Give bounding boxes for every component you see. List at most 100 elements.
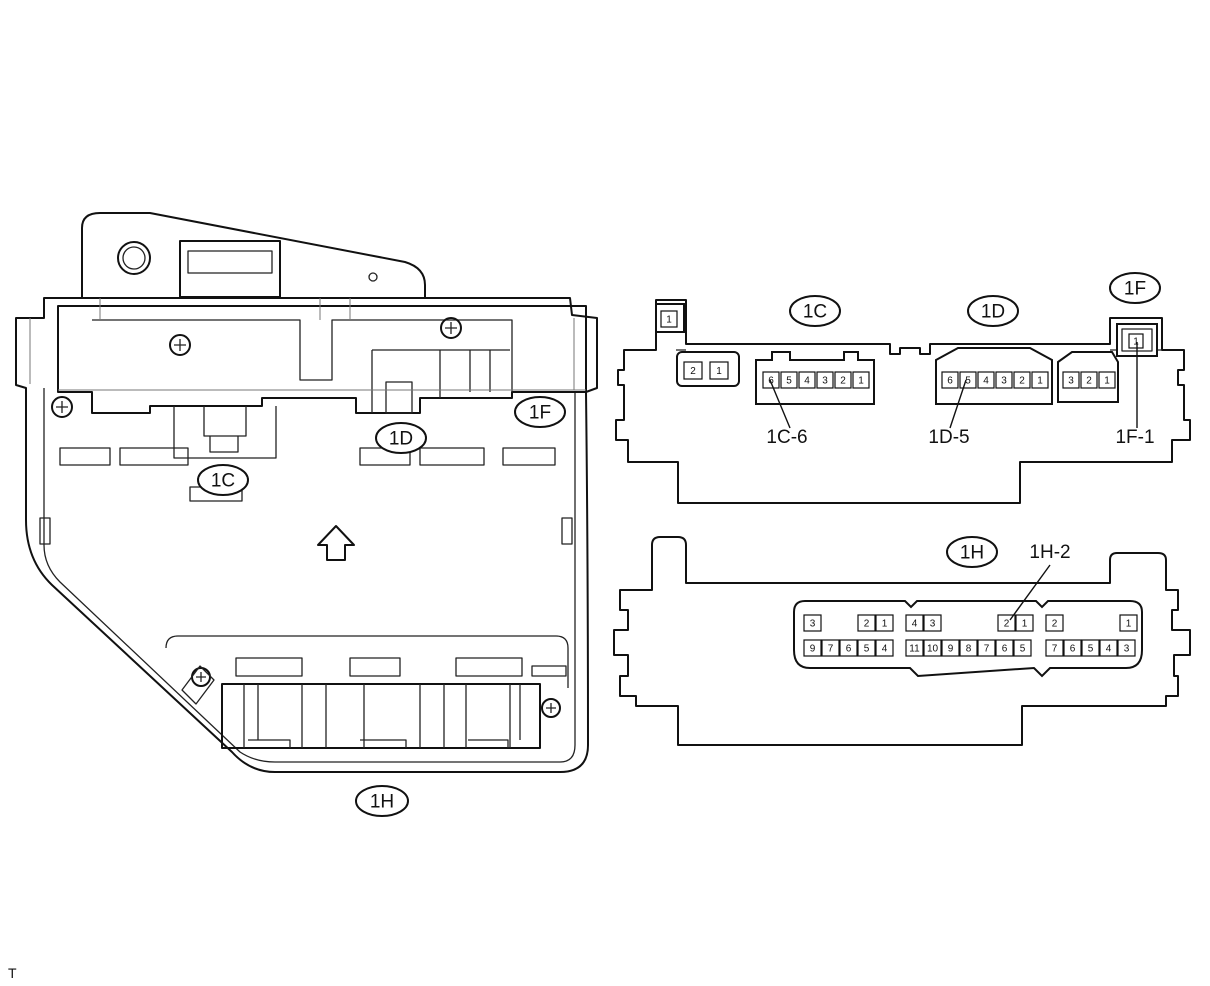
pin-cell [1062, 371, 1080, 389]
mounting-bracket [81, 212, 426, 297]
pin-number: 4 [882, 644, 888, 655]
pin-number: 3 [810, 619, 816, 630]
pin-number: 11 [909, 644, 920, 655]
face-bottom-outline [613, 536, 1191, 746]
pin-cell [1080, 371, 1098, 389]
pin-number: 3 [930, 619, 936, 630]
callout-1c6: 1C-6 [766, 427, 807, 448]
pin-number: 6 [947, 376, 953, 387]
connector-face-bottom [613, 536, 1191, 746]
pin-number: 6 [846, 644, 852, 655]
bubble-1d-face-label: 1D [981, 302, 1005, 323]
pin-cell [762, 371, 780, 389]
pin-number: 1 [858, 376, 864, 387]
pin-cell [683, 361, 703, 380]
pin-cell [1013, 371, 1031, 389]
pin-cell [959, 639, 978, 657]
pin-number: 5 [786, 376, 792, 387]
pin-number: 1 [1104, 376, 1110, 387]
pin-number: 9 [948, 644, 954, 655]
pin-number: 4 [804, 376, 810, 387]
pin-cell [941, 639, 960, 657]
bubble-1d-block-label: 1D [389, 429, 413, 450]
pin-number: 1 [1126, 619, 1132, 630]
pin-number: 2 [1004, 619, 1010, 630]
bubble-1f-face: 1F [1109, 272, 1161, 304]
pin-number: 4 [983, 376, 989, 387]
top-connector-housing [57, 305, 587, 414]
pin-cell [1013, 639, 1032, 657]
pin-cell [923, 639, 942, 657]
pin-cell [875, 639, 894, 657]
pin-cell [977, 371, 995, 389]
pin-cell [852, 371, 870, 389]
lower-clip [181, 665, 215, 705]
pin-number: 6 [768, 376, 774, 387]
pin-number: 4 [912, 619, 918, 630]
housing-inner-edge [43, 388, 576, 763]
pin-number: 7 [984, 644, 990, 655]
bubble-1c-block-label: 1C [211, 471, 235, 492]
pin-number: 10 [927, 644, 939, 655]
pin-number: 5 [965, 376, 971, 387]
pin-cell [995, 639, 1014, 657]
fuse-slots [39, 447, 573, 677]
pin-cell [660, 310, 678, 328]
pin-number: 2 [690, 366, 696, 377]
leader-1h2 [1009, 564, 1051, 621]
lower-panel [165, 635, 569, 688]
pin-cell [1117, 639, 1136, 657]
callout-1f1: 1F-1 [1115, 427, 1154, 448]
pin-number: 5 [1020, 644, 1026, 655]
pin-number: 4 [1106, 644, 1112, 655]
pin-cell [941, 371, 959, 389]
pin-cell [977, 639, 996, 657]
pin-cell [995, 371, 1013, 389]
pin-number: 6 [1070, 644, 1076, 655]
pin-number: 3 [1124, 644, 1130, 655]
pin-number: 2 [864, 619, 870, 630]
pin-cell [1099, 639, 1118, 657]
bubble-1c-block: 1C [197, 464, 249, 496]
pin-cell [1063, 639, 1082, 657]
callout-1h2: 1H-2 [1029, 542, 1070, 563]
pin-cell [923, 614, 942, 632]
pin-number: 2 [840, 376, 846, 387]
junction-block-assembly [15, 212, 598, 773]
slot-1d [371, 349, 510, 414]
pin-cell [1045, 639, 1064, 657]
bracket-hole-small [368, 272, 378, 282]
pin-number: 2 [1019, 376, 1025, 387]
bubble-1h-face: 1H [946, 536, 998, 568]
pin-cell [1031, 371, 1049, 389]
top-housing-ridge [92, 319, 513, 392]
bracket-label-window [187, 250, 273, 274]
pin-number: 7 [828, 644, 834, 655]
pin-number: 3 [822, 376, 828, 387]
bubble-1f-block: 1F [514, 396, 566, 428]
pin-number: 1 [882, 619, 888, 630]
face-top-outline [615, 299, 1191, 504]
pin-cell [834, 371, 852, 389]
pin-cell [821, 639, 840, 657]
pin-cell [816, 371, 834, 389]
bracket-hole-inner [122, 246, 146, 270]
arrow-up-icon [317, 525, 355, 561]
pin-number: 5 [864, 644, 870, 655]
pin-number: 3 [1068, 376, 1074, 387]
screw-icon [191, 667, 211, 687]
pin-number: 1 [666, 315, 672, 326]
pin-number: 3 [1001, 376, 1007, 387]
pin-number: 1 [1133, 337, 1139, 348]
bracket-hole-large [117, 241, 151, 275]
pin-number: 5 [1088, 644, 1094, 655]
pin-cell [905, 639, 924, 657]
slot-1c [173, 406, 277, 459]
bubble-1c-face-label: 1C [803, 302, 827, 323]
pin-cell [857, 639, 876, 657]
pin-cell [798, 371, 816, 389]
pin-cell [1128, 333, 1144, 349]
